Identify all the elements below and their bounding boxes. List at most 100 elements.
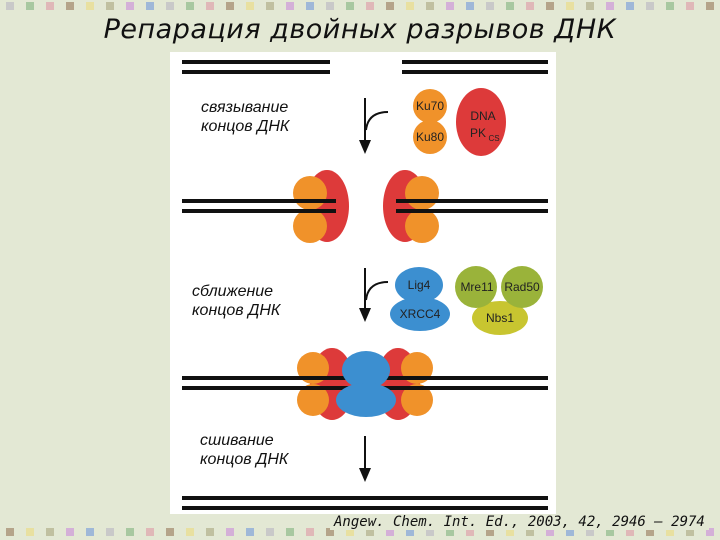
- border-square: [346, 2, 354, 10]
- xrcc4-bound: [336, 383, 396, 417]
- border-square: [186, 2, 194, 10]
- border-square: [226, 2, 234, 10]
- border-square: [606, 528, 614, 536]
- border-square: [166, 2, 174, 10]
- border-square: [266, 528, 274, 536]
- border-square: [266, 2, 274, 10]
- border-square: [446, 528, 454, 536]
- arrow-head-1: [359, 140, 371, 154]
- dna-strands-bound: [182, 199, 548, 213]
- border-square: [206, 528, 214, 536]
- ku70-protein: [413, 89, 447, 123]
- border-square: [166, 528, 174, 536]
- step2-label: сближение концов ДНК: [192, 282, 281, 320]
- border-square: [526, 528, 534, 536]
- border-square: [406, 528, 414, 536]
- border-square: [286, 2, 294, 10]
- border-square: [126, 528, 134, 536]
- step1-line2: концов ДНК: [201, 118, 290, 135]
- border-square: [586, 2, 594, 10]
- border-square: [86, 528, 94, 536]
- border-square: [506, 528, 514, 536]
- xrcc4-protein: [390, 297, 450, 331]
- border-square: [606, 2, 614, 10]
- border-square: [186, 528, 194, 536]
- lig4-bound: [342, 351, 390, 389]
- border-square: [426, 2, 434, 10]
- border-square: [686, 2, 694, 10]
- border-square: [466, 2, 474, 10]
- border-square: [66, 2, 74, 10]
- border-square: [286, 528, 294, 536]
- decorative-top-border: [0, 0, 720, 14]
- border-square: [566, 2, 574, 10]
- mre11-label: Mre11: [460, 280, 493, 294]
- slide-title: Репарация двойных разрывов ДНК: [103, 14, 617, 45]
- citation: Angew. Chem. Int. Ed., 2003, 42, 2946 – …: [330, 514, 709, 530]
- step1-label: связывание концов ДНК: [201, 98, 290, 136]
- border-square: [246, 528, 254, 536]
- border-square: [666, 528, 674, 536]
- dna-strands-ligated: [182, 496, 548, 510]
- lig4-protein: [395, 267, 443, 303]
- arrow-step2: [364, 268, 389, 314]
- step3-line1: сшивание: [200, 432, 274, 449]
- border-square: [526, 2, 534, 10]
- arrow-step1: [364, 98, 389, 146]
- dnapk-label: DNA: [470, 109, 495, 123]
- border-square: [386, 2, 394, 10]
- border-square: [386, 528, 394, 536]
- border-square: [86, 2, 94, 10]
- border-square: [106, 528, 114, 536]
- border-square: [646, 528, 654, 536]
- rad50-label: Rad50: [504, 280, 540, 294]
- border-square: [626, 528, 634, 536]
- border-square: [546, 528, 554, 536]
- border-square: [466, 528, 474, 536]
- border-square: [626, 2, 634, 10]
- xrcc4-label: XRCC4: [400, 307, 441, 321]
- border-square: [306, 2, 314, 10]
- border-square: [486, 528, 494, 536]
- dna-strands-over-ku: [290, 199, 442, 213]
- border-square: [26, 528, 34, 536]
- border-square: [566, 528, 574, 536]
- border-square: [326, 528, 334, 536]
- lig4-label: Lig4: [408, 278, 431, 292]
- dna-strands-initial: [182, 60, 548, 74]
- step2-line1: сближение: [192, 283, 274, 300]
- border-square: [326, 2, 334, 10]
- arrow-head-3: [359, 468, 371, 482]
- border-square: [246, 2, 254, 10]
- border-square: [146, 2, 154, 10]
- border-square: [666, 2, 674, 10]
- ku80-protein: [413, 120, 447, 154]
- step3-label: сшивание концов ДНК: [200, 431, 289, 469]
- nbs1-label: Nbs1: [486, 311, 514, 325]
- border-square: [226, 528, 234, 536]
- border-square: [646, 2, 654, 10]
- border-square: [506, 2, 514, 10]
- ku70-label: Ku70: [416, 99, 444, 113]
- rad50-protein: [501, 266, 543, 308]
- border-square: [26, 2, 34, 10]
- border-square: [126, 2, 134, 10]
- border-square: [446, 2, 454, 10]
- step1-line1: связывание: [201, 99, 289, 116]
- border-square: [6, 2, 14, 10]
- border-square: [106, 2, 114, 10]
- border-square: [406, 2, 414, 10]
- nbs1-protein: [472, 301, 528, 335]
- dnapk-label-2: PK: [470, 126, 486, 140]
- border-square: [366, 528, 374, 536]
- border-square: [486, 2, 494, 10]
- border-square: [366, 2, 374, 10]
- border-square: [206, 2, 214, 10]
- decorative-bottom-border: [0, 526, 720, 540]
- mre11-protein: [455, 266, 497, 308]
- border-square: [546, 2, 554, 10]
- step2-line2: концов ДНК: [192, 302, 281, 319]
- dnapk-subscript: CS: [488, 134, 499, 143]
- border-square: [306, 528, 314, 536]
